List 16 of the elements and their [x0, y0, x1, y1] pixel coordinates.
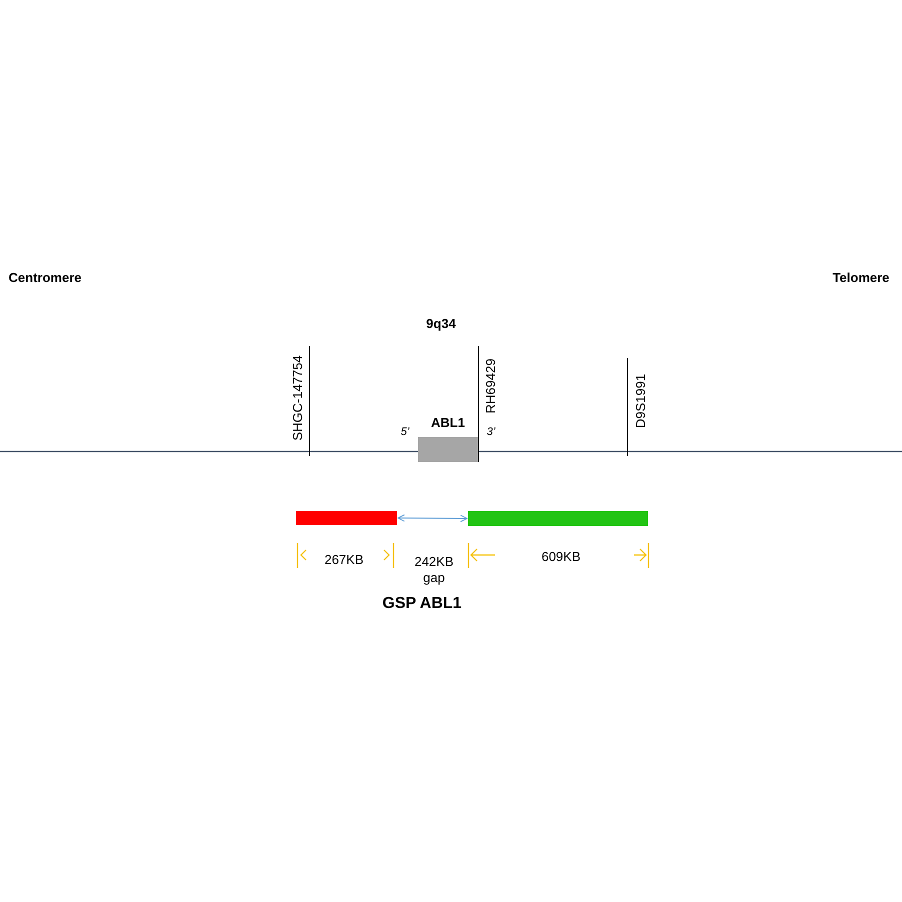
text-label: Centromere	[8, 270, 82, 286]
probe-bar	[296, 511, 397, 525]
marker-label: D9S1991	[632, 374, 649, 428]
text-label: 609KB	[541, 548, 581, 566]
strand-end-label: 5’	[400, 426, 410, 440]
text-label: 242KB gap	[413, 554, 455, 586]
gene-label: ABL1	[431, 415, 465, 432]
text-label: Telomere	[832, 270, 890, 286]
marker-label: SHGC-147754	[290, 355, 306, 441]
caption: GSP ABL1	[382, 594, 462, 614]
marker-label: RH69429	[482, 358, 499, 414]
probe-bar	[468, 511, 648, 526]
text-label: 9q34	[426, 316, 456, 332]
text-label: 267KB	[324, 552, 364, 568]
double-arrow	[398, 514, 468, 522]
strand-end-label: 3’	[486, 426, 496, 440]
